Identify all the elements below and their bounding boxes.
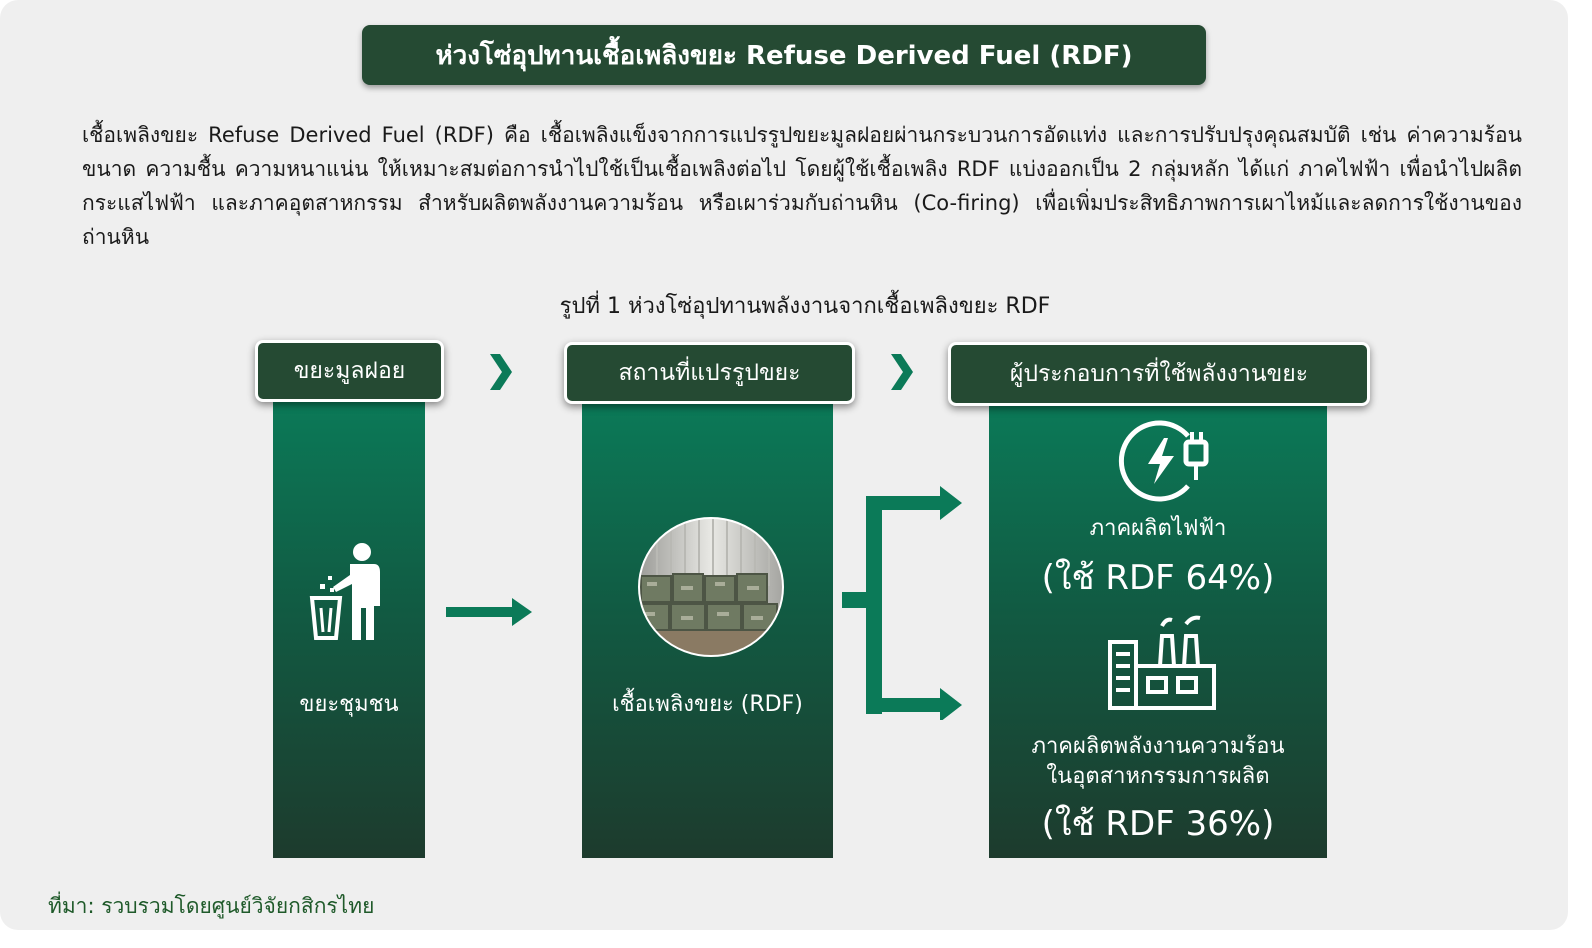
infographic-panel: ห่วงโซ่อุปทานเชื้อเพลิงขยะ Refuse Derive… (0, 0, 1568, 930)
plant-stage-header: สถานที่แปรรูปขยะ (564, 342, 855, 404)
page-title: ห่วงโซ่อุปทานเชื้อเพลิงขยะ Refuse Derive… (362, 25, 1206, 85)
intro-paragraph: เชื้อเพลิงขยะ Refuse Derived Fuel (RDF) … (82, 123, 1522, 249)
source-note: ที่มา: รวบรวมโดยศูนย์วิจัยกสิกรไทย (48, 894, 375, 918)
fork-arrow-icon (842, 486, 964, 720)
industry-sector-label-line2: ในอุตสาหกรรมการผลิต (1046, 764, 1270, 789)
industry-sector-label-line1: ภาคผลิตพลังงานความร้อน (1031, 734, 1285, 759)
arrow-right-icon (446, 596, 536, 628)
power-sector-label: ภาคผลิตไฟฟ้า (1089, 516, 1227, 541)
waste-stage-header: ขยะมูลฝอย (255, 340, 444, 402)
industry-sector-share: (ใช้ RDF 36%) (1041, 804, 1275, 844)
electric-plug-icon (1116, 420, 1216, 504)
waste-column (273, 398, 425, 858)
rdf-label: เชื้อเพลิงขยะ (RDF) (612, 692, 803, 717)
chevron-right-icon (488, 352, 514, 392)
power-sector-share: (ใช้ RDF 64%) (1041, 558, 1275, 598)
users-stage-header: ผู้ประกอบการที่ใช้พลังงานขยะ (948, 342, 1370, 406)
factory-icon (1106, 612, 1218, 712)
waste-label: ขยะชุมชน (299, 692, 399, 717)
rdf-bales-photo (637, 516, 785, 658)
person-trash-icon (306, 540, 386, 644)
figure-caption: รูปที่ 1 ห่วงโซ่อุปทานพลังงานจากเชื้อเพล… (559, 294, 1051, 319)
chevron-right-icon (889, 352, 915, 392)
